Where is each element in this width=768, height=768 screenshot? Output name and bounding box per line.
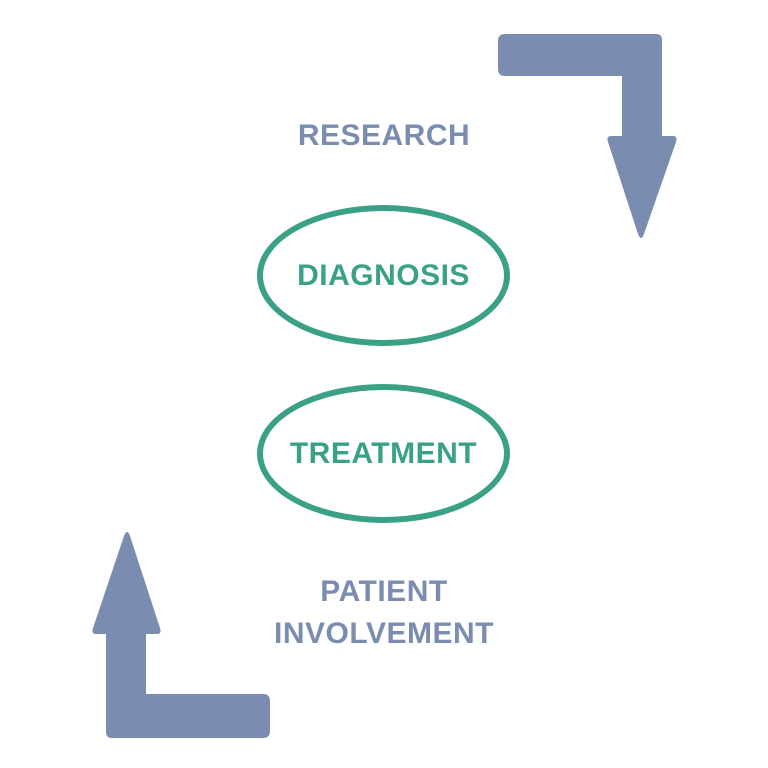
patient-label-line1: PATIENT [320,575,448,608]
treatment-node: TREATMENT [257,384,510,523]
patient-involvement-label: PATIENT INVOLVEMENT [0,571,768,655]
diagnosis-label: DIAGNOSIS [297,258,470,292]
research-label: RESEARCH [297,119,471,152]
diagnosis-node: DIAGNOSIS [257,205,510,346]
patient-label-line2: INVOLVEMENT [274,617,494,650]
treatment-label: TREATMENT [289,436,478,470]
